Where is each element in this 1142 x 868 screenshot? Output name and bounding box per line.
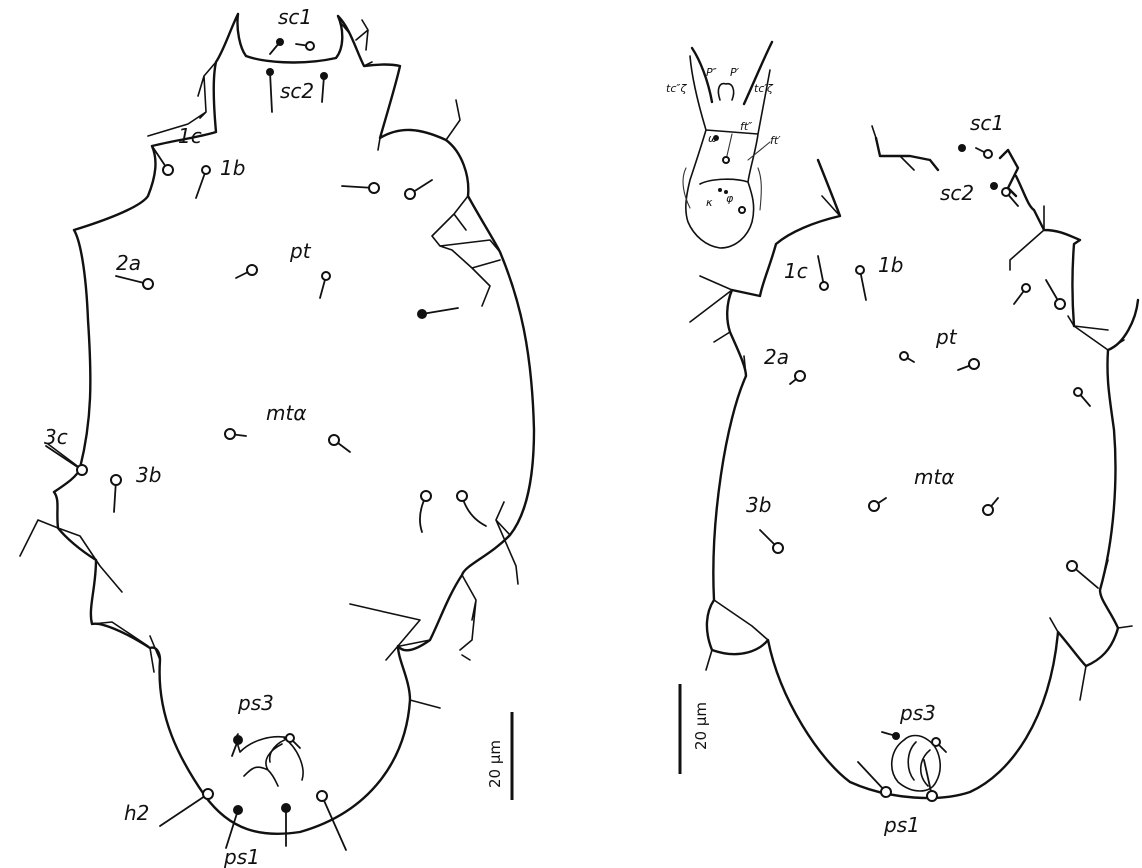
right-ridge-lines (689, 125, 1133, 701)
right-setae (759, 144, 1099, 802)
label-ps3-right: ps3 (899, 701, 936, 725)
label-2a-right: 2a (764, 345, 789, 369)
claw-left (690, 46, 714, 104)
label-ft2-inset: ft″ (740, 120, 753, 133)
label-omega-inset: ω (708, 132, 717, 145)
label-2a-left: 2a (116, 251, 141, 275)
label-3b-right: 3b (746, 493, 771, 517)
label-pt-right: pt (935, 325, 958, 349)
label-1b-left: 1b (220, 156, 245, 180)
label-1c-right: 1c (784, 259, 808, 283)
label-p1-inset: P′ (730, 66, 740, 79)
right-specimen: sc1 sc2 1c 1b pt 2a mtα 3b ps3 ps1 20 µm… (666, 40, 1140, 837)
label-tc1-inset: tc′ζ (754, 82, 774, 95)
leg-tarsus-inset: tc″ζ P″ P′ tc′ζ ω ft″ ft′ κ φ (666, 40, 781, 249)
label-sc1-right: sc1 (970, 111, 1004, 135)
label-1b-right: 1b (878, 253, 903, 277)
scale-label-right: 20 µm (692, 702, 710, 750)
label-1c-left: 1c (178, 124, 202, 148)
label-sc2-right: sc2 (940, 181, 974, 205)
label-p2-inset: P″ (706, 66, 718, 79)
label-ps1-left: ps1 (223, 845, 260, 868)
label-pt-left: pt (289, 239, 312, 263)
label-tc2-inset: tc″ζ (666, 82, 687, 95)
right-body-outline (705, 136, 1140, 800)
label-phi-inset: φ (726, 192, 734, 205)
claw-right (742, 40, 774, 106)
left-setae (45, 38, 487, 851)
label-3c-left: 3c (44, 425, 68, 449)
left-specimen: sc1 sc2 1c 1b pt 2a mtα 3c 3b ps3 h2 ps1… (19, 5, 536, 868)
empodium (717, 82, 735, 101)
right-anal-valve (891, 734, 941, 792)
label-sc2-left: sc2 (280, 79, 314, 103)
label-ps1-right: ps1 (883, 813, 920, 837)
label-mta-right: mtα (914, 465, 955, 489)
label-mta-left: mtα (266, 401, 307, 425)
leg-inset-outline (685, 55, 771, 249)
label-3b-left: 3b (136, 463, 161, 487)
scale-label-left: 20 µm (486, 740, 504, 788)
label-ps3-left: ps3 (237, 691, 274, 715)
leg-inset-setae (682, 133, 771, 211)
left-ridge-lines (19, 19, 519, 709)
label-h2-left: h2 (124, 801, 149, 825)
label-ft1-inset: ft′ (770, 134, 781, 147)
label-kappa-inset: κ (706, 196, 713, 209)
label-sc1-left: sc1 (278, 5, 312, 29)
